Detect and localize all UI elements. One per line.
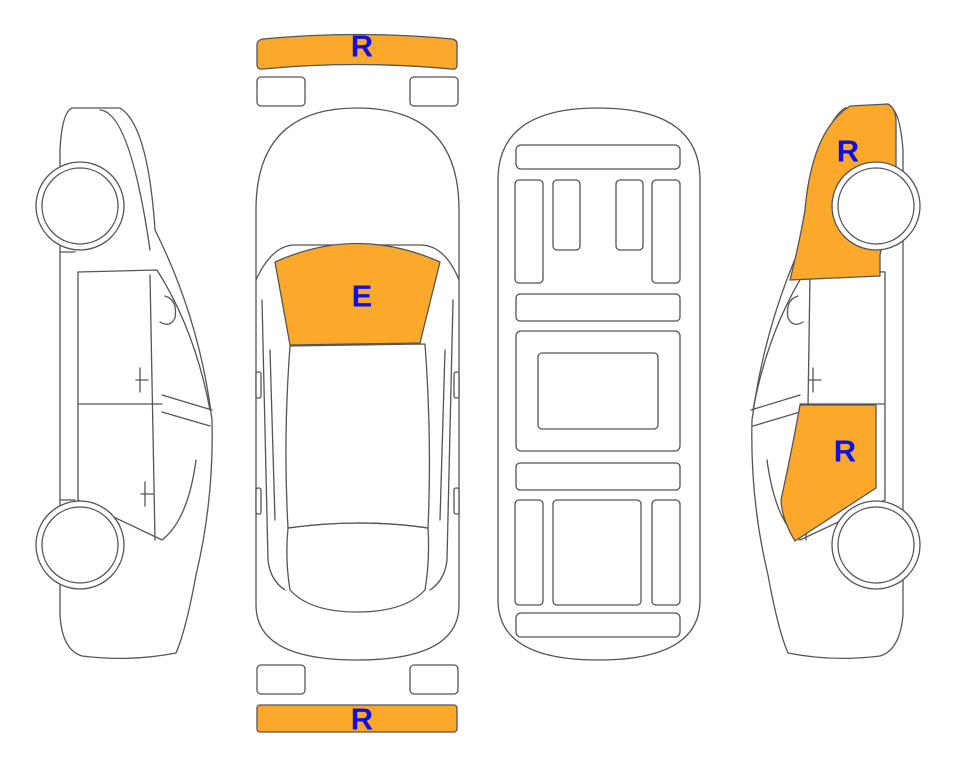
left-rear-wheel — [35, 500, 125, 590]
rear-bumper-zone[interactable]: R — [256, 702, 458, 737]
underbody-view — [497, 107, 701, 661]
top-view: R E R — [255, 29, 460, 737]
front-right-headlight — [409, 76, 459, 107]
left-front-wheel — [35, 161, 125, 251]
front-left-headlight — [256, 76, 306, 107]
front-bumper-zone[interactable]: R — [256, 29, 458, 70]
hood-damage — [274, 242, 441, 346]
rear-bumper-code: R — [351, 702, 373, 737]
right-rear-door-code: R — [834, 434, 856, 469]
rear-right-taillight — [409, 664, 459, 695]
front-bumper-damage — [256, 33, 458, 70]
right-rear-door-zone[interactable]: R — [780, 404, 877, 542]
rear-left-taillight — [256, 664, 306, 695]
right-rear-door-damage — [780, 404, 877, 542]
left-side-view — [35, 107, 213, 660]
right-front-wheel — [831, 161, 921, 251]
top-view-body-outline — [255, 107, 460, 661]
right-side-view: R R — [750, 103, 921, 660]
right-rear-wheel — [831, 500, 921, 590]
hood-code: E — [352, 279, 373, 314]
front-bumper-code: R — [351, 29, 373, 64]
rear-window-outline — [286, 522, 430, 613]
right-front-fender-code: R — [837, 134, 859, 169]
hood-zone[interactable]: E — [274, 242, 441, 346]
rear-bumper-damage — [256, 704, 458, 733]
